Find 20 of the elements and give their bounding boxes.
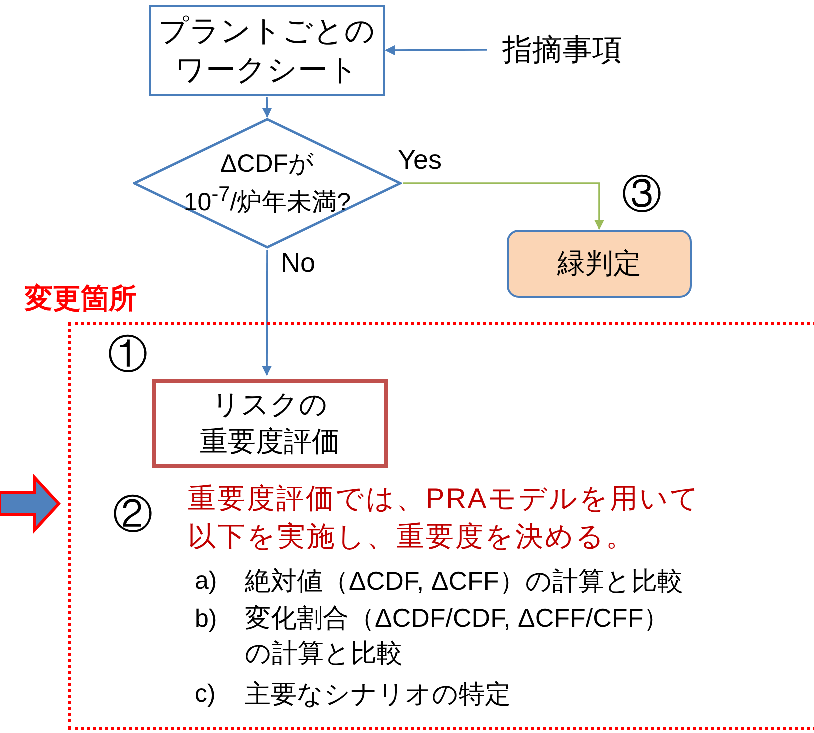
block-arrow: [0, 474, 62, 534]
result-box: 緑判定: [507, 230, 692, 298]
description-text: 重要度評価では、PRAモデルを用いて以下を実施し、重要度を決める。: [188, 482, 702, 554]
list-marker: b): [195, 604, 218, 635]
process-box: プラントごとのワークシート: [149, 5, 385, 96]
note-text: 指摘事項: [495, 28, 630, 72]
region-heading: 変更箇所: [25, 282, 137, 316]
list-marker: a): [195, 566, 218, 597]
circled-number: ②: [113, 492, 153, 539]
list-item: 絶対値（ΔCDF, ΔCFF）の計算と比較: [245, 565, 684, 598]
arrow: [385, 45, 487, 56]
circled-number: ①: [108, 332, 148, 379]
arrow: [403, 182, 604, 230]
list-item: 変化割合（ΔCDF/CDF, ΔCFF/CFF）の計算と比較: [245, 602, 671, 670]
evaluation-box: リスクの重要度評価: [152, 379, 388, 468]
circled-number: ③: [622, 172, 662, 219]
list-marker: c): [195, 679, 216, 710]
arrow: [262, 96, 272, 118]
list-item: 主要なシナリオの特定: [245, 678, 512, 711]
arrow: [262, 250, 272, 376]
